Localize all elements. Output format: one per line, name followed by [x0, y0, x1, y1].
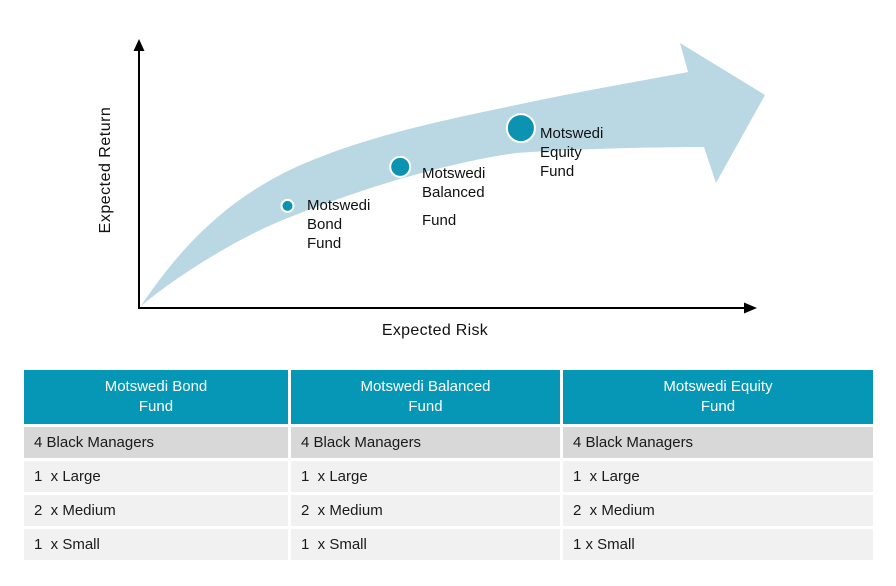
bond-fund-label: Motswedi Bond Fund [307, 196, 370, 253]
fund-point-1 [389, 155, 412, 178]
equity-fund-label-line2: Equity [540, 144, 582, 161]
y-axis-title: Expected Return [97, 106, 114, 234]
table-cell-balanced-medium: 2 x Medium [291, 495, 560, 526]
table-cell-equity-large: 1 x Large [563, 461, 873, 492]
x-axis-arrowhead-icon [744, 302, 757, 314]
balanced-fund-label: Motswedi Balanced Fund [422, 164, 485, 230]
table-cell-balanced-large: 1 x Large [291, 461, 560, 492]
bond-fund-label-line2: Bond [307, 216, 343, 233]
table-cell-bond-large: 1 x Large [24, 461, 288, 492]
risk-return-chart-canvas [133, 39, 765, 314]
risk-return-diagram: Expected Return Expected Risk Motswedi B… [97, 39, 765, 339]
table-cell-equity-managers: 4 Black Managers [563, 427, 873, 458]
table-cell-balanced-managers: 4 Black Managers [291, 427, 560, 458]
table-cell-bond-small: 1 x Small [24, 529, 288, 560]
balanced-fund-label-line3: Fund [422, 212, 457, 229]
equity-fund-label-line1: Motswedi [540, 125, 604, 142]
balanced-fund-label-line2: Balanced [422, 184, 485, 201]
equity-fund-label-line3: Fund [540, 163, 575, 180]
bond-fund-label-line3: Fund [307, 235, 342, 252]
table-header-equity: Motswedi Equity Fund [563, 370, 873, 424]
arrow-band [141, 43, 765, 306]
table-cell-bond-managers: 4 Black Managers [24, 427, 288, 458]
y-axis-arrowhead-icon [133, 39, 145, 51]
table-header-balanced: Motswedi Balanced Fund [291, 370, 560, 424]
fund-point-0 [280, 198, 295, 213]
x-axis-title: Expected Risk [381, 322, 489, 339]
bond-fund-label-line1: Motswedi [307, 197, 371, 214]
fund-point-2 [505, 113, 536, 144]
table-cell-equity-small: 1 x Small [563, 529, 873, 560]
table-header-bond: Motswedi Bond Fund [24, 370, 288, 424]
table-cell-equity-medium: 2 x Medium [563, 495, 873, 526]
fund-table: Motswedi Bond Fund Motswedi Balanced Fun… [24, 370, 873, 560]
equity-fund-label: Motswedi Equity Fund [540, 124, 603, 181]
balanced-fund-label-line1: Motswedi [422, 165, 486, 182]
table-cell-balanced-small: 1 x Small [291, 529, 560, 560]
table-cell-bond-medium: 2 x Medium [24, 495, 288, 526]
